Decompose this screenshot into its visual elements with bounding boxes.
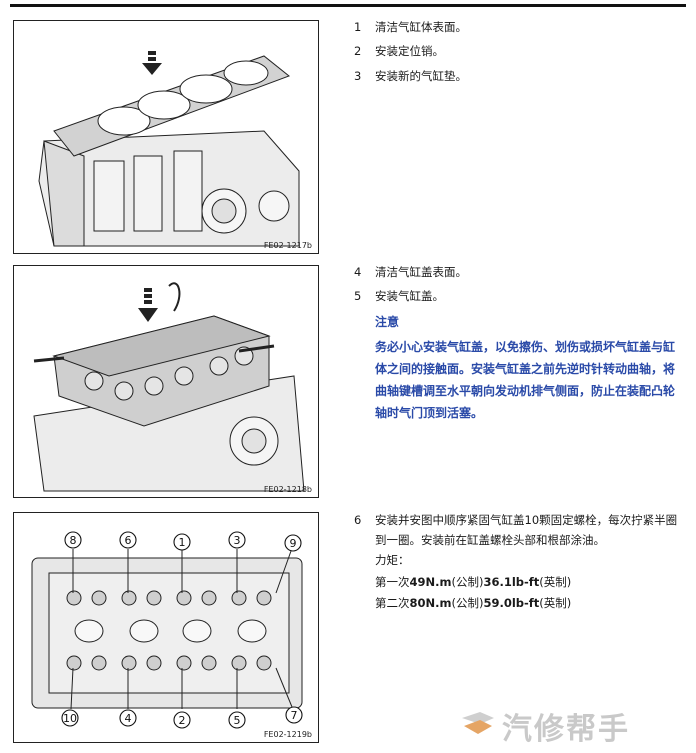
callout-6: 6 xyxy=(119,531,137,549)
svg-text:6: 6 xyxy=(125,534,132,547)
torque-first-value: 49N.m xyxy=(409,575,452,589)
torque-label: 力矩： xyxy=(375,553,410,567)
callout-7: 7 xyxy=(285,706,303,724)
step-number: 4 xyxy=(354,265,362,279)
step-text: 清洁气缸盖表面。 xyxy=(375,265,467,279)
callout-10: 10 xyxy=(61,709,79,727)
svg-text:2: 2 xyxy=(179,714,186,727)
down-arrow-icon xyxy=(142,51,162,75)
step-number: 5 xyxy=(354,289,362,303)
callout-3: 3 xyxy=(228,531,246,549)
figure-gasket-install: FE02-1217b xyxy=(13,20,319,254)
torque-second-value-imperial: 59.0lb-ft xyxy=(483,596,540,610)
svg-text:5: 5 xyxy=(234,714,241,727)
callout-4: 4 xyxy=(119,709,137,727)
callout-8: 8 xyxy=(64,531,82,549)
step-number: 1 xyxy=(354,20,362,34)
step-text: 安装并安图中顺序紧固气缸盖10颗固定螺栓，每次拧紧半圈到一圈。安装前在缸盖螺栓头… xyxy=(375,513,678,547)
torque-second-imperial: (英制) xyxy=(539,596,572,610)
step-text: 安装气缸盖。 xyxy=(375,289,444,303)
watermark-logo-icon xyxy=(462,712,494,734)
down-arrow-icon xyxy=(138,288,158,322)
figure-code: FE02-1217b xyxy=(263,241,312,250)
bolt-sequence-illustration: 8 6 1 3 9 10 4 2 5 7 xyxy=(31,531,303,729)
figure-code: FE02-1218b xyxy=(263,485,312,494)
note-body: 务必小心安装气缸盖，以免擦伤、划伤或损坏气缸盖与缸体之间的接触面。安装气缸盖之前… xyxy=(375,340,676,420)
torque-second-prefix: 第二次 xyxy=(375,596,410,610)
cylinder-head-illustration xyxy=(33,282,305,492)
torque-first-value-imperial: 36.1lb-ft xyxy=(483,575,540,589)
svg-text:3: 3 xyxy=(234,534,241,547)
svg-text:1: 1 xyxy=(179,536,186,549)
top-rule xyxy=(10,4,686,7)
step-number: 6 xyxy=(354,513,362,527)
svg-text:7: 7 xyxy=(291,709,298,722)
torque-second-value: 80N.m xyxy=(409,596,452,610)
figure-head-install: FE02-1218b xyxy=(13,265,319,498)
torque-second-metric: (公制) xyxy=(451,596,484,610)
watermark-text: 汽修帮手 xyxy=(502,712,630,747)
figure-code: FE02-1219b xyxy=(263,730,312,739)
callout-2: 2 xyxy=(173,711,191,729)
torque-first-imperial: (英制) xyxy=(539,575,572,589)
torque-second: 第二次80N.m(公制)59.0lb-ft(英制) xyxy=(375,595,571,611)
step-text: 安装定位销。 xyxy=(375,44,444,58)
callout-5: 5 xyxy=(228,711,246,729)
svg-text:10: 10 xyxy=(63,712,77,725)
callout-1: 1 xyxy=(173,533,191,551)
callout-9: 9 xyxy=(284,534,302,552)
figure-bolt-sequence: 8 6 1 3 9 10 4 2 5 7 FE02-1219b xyxy=(13,512,319,743)
engine-block-illustration xyxy=(38,51,300,247)
step-text: 安装新的气缸垫。 xyxy=(375,69,467,83)
step-number: 3 xyxy=(354,69,362,83)
step-text: 清洁气缸体表面。 xyxy=(375,20,467,34)
torque-first-prefix: 第一次 xyxy=(375,575,410,589)
svg-text:4: 4 xyxy=(125,712,132,725)
torque-first-metric: (公制) xyxy=(451,575,484,589)
svg-text:8: 8 xyxy=(70,534,77,547)
torque-first: 第一次49N.m(公制)36.1lb-ft(英制) xyxy=(375,574,571,590)
note-title: 注意 xyxy=(375,315,400,329)
svg-text:9: 9 xyxy=(290,537,297,550)
step-number: 2 xyxy=(354,44,362,58)
